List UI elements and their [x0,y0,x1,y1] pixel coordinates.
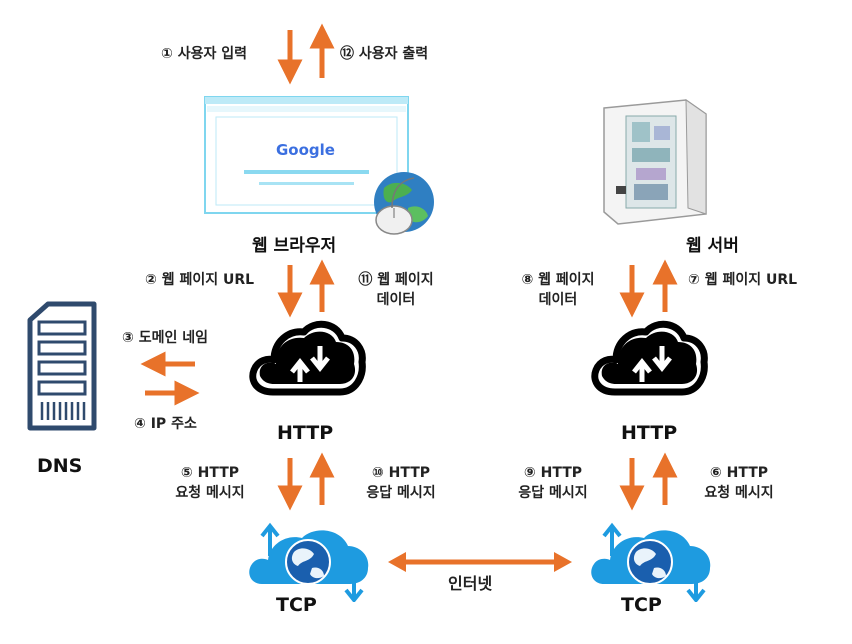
label-step9-line2: 응답 메시지 [518,485,588,501]
server-tower-icon [603,99,707,225]
label-browser: 웹 브라우저 [252,236,337,256]
label-step1: ① 사용자 입력 [161,46,248,62]
label-step7: ⑦ 웹 페이지 URL [688,272,798,288]
tcp-cloud-globe-icon [249,522,369,602]
label-step3: ③ 도메인 네임 [122,330,209,346]
label-step4: ④ IP 주소 [134,416,197,432]
label-tcp-left: TCP [276,594,317,616]
label-tcp-right: TCP [621,594,662,616]
label-step11-line2: 데이터 [376,292,416,308]
dns-server-icon [27,301,97,431]
label-dns: DNS [37,455,83,477]
google-logo: Google [276,141,335,159]
label-http-left: HTTP [277,422,334,444]
label-step8: ⑧ 웹 페이지 데이터 [508,270,608,310]
label-step5: ⑤ HTTP 요청 메시지 [155,463,265,503]
browser-window-icon [204,96,409,214]
label-step10: ⑩ HTTP 응답 메시지 [346,463,456,503]
label-step6-line2: 요청 메시지 [704,485,774,501]
label-step9: ⑨ HTTP 응답 메시지 [498,463,608,503]
label-step6-line1: ⑥ HTTP [709,465,769,481]
label-internet: 인터넷 [448,574,493,593]
label-step11: ⑪ 웹 페이지 데이터 [346,270,446,310]
label-step8-line2: 데이터 [538,292,578,308]
label-step10-line2: 응답 메시지 [366,485,436,501]
label-step2: ② 웹 페이지 URL [145,272,255,288]
label-http-right: HTTP [621,422,678,444]
arrow-internet [388,552,572,572]
label-step5-line1: ⑤ HTTP [180,465,240,481]
label-step9-line1: ⑨ HTTP [523,465,583,481]
globe-mouse-icon [374,172,434,235]
http-cloud-icon [591,320,708,396]
label-step8-line1: ⑧ 웹 페이지 [521,272,595,288]
label-step11-line1: ⑪ 웹 페이지 [358,272,434,288]
label-step10-line1: ⑩ HTTP [371,465,431,481]
http-cloud-icon [249,320,366,396]
label-step6: ⑥ HTTP 요청 메시지 [684,463,794,503]
label-server: 웹 서버 [686,236,739,256]
google-logo-text: Google [276,141,335,159]
tcp-cloud-globe-icon [591,522,711,602]
label-step5-line2: 요청 메시지 [175,485,245,501]
label-step12: ⑫ 사용자 출력 [340,46,429,62]
